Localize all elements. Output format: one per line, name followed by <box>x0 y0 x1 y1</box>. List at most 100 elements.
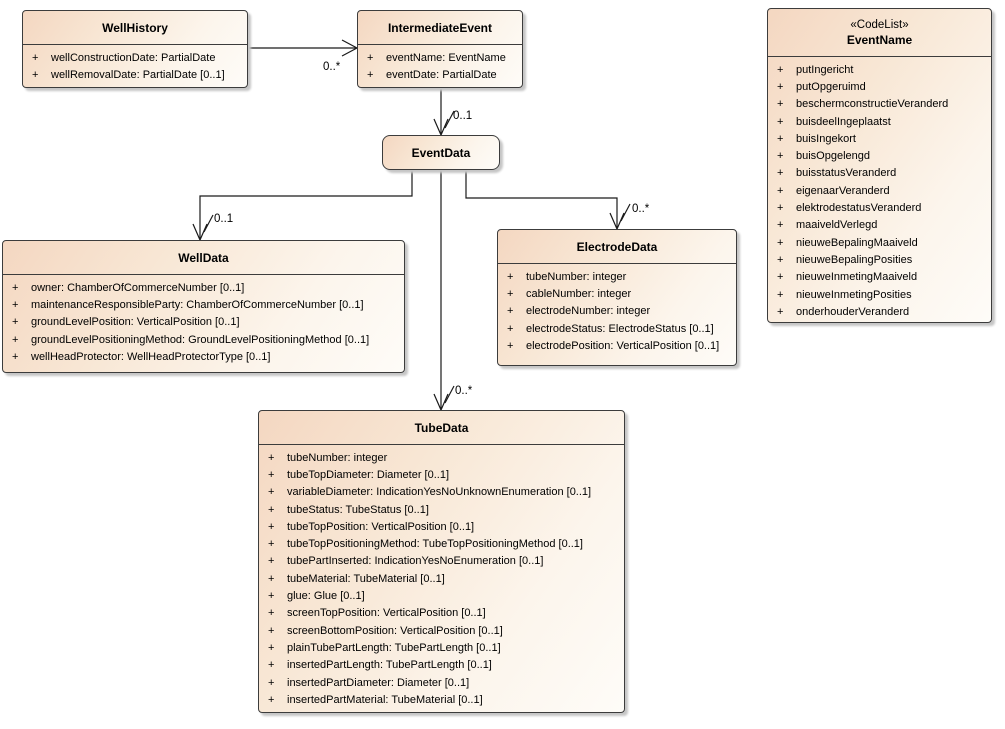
stereotype-label: «CodeList» <box>850 19 909 31</box>
attribute-text: wellHeadProtector: WellHeadProtectorType… <box>31 350 271 363</box>
attribute-text: beschermconstructieVeranderd <box>796 98 949 111</box>
attribute-row: + putIngericht <box>768 61 991 78</box>
multiplicity-eventdata-electrodedata: 0..* <box>632 203 650 215</box>
class-title: WellData <box>178 250 229 265</box>
visibility-plus: + <box>777 132 784 145</box>
connector-wellhistory-intermediateevent <box>249 39 359 57</box>
class-box-eventname[interactable]: «CodeList» EventName + putIngericht + putO… <box>767 8 992 323</box>
attribute-text: buisIngekort <box>796 132 856 145</box>
class-box-welldata[interactable]: WellData +owner: ChamberOfCommerceNumber… <box>2 240 405 373</box>
attribute-text: insertedPartLength: TubePartLength [0..1… <box>287 659 492 672</box>
class-title: EventData <box>411 145 471 160</box>
connector-intermediateevent-eventdata <box>433 89 455 137</box>
attribute-text: putIngericht <box>796 63 854 76</box>
visibility-plus: + <box>367 51 374 64</box>
attribute-row: +nieuweBepalingPosities <box>768 251 991 268</box>
visibility-plus: + <box>777 271 784 284</box>
class-header: ElectrodeData <box>498 230 736 264</box>
attribute-row: +groundLevelPosition: VerticalPosition [… <box>3 314 404 331</box>
multiplicity-eventdata-welldata: 0..1 <box>214 213 234 225</box>
connector-eventdata-welldata <box>192 170 413 242</box>
attribute-row: + cableNumber: integer <box>498 285 736 302</box>
attribute-text: tubeMaterial: TubeMaterial [0..1] <box>287 572 445 585</box>
visibility-plus: + <box>777 184 784 197</box>
attribute-text: buisdeelIngeplaatst <box>796 115 891 128</box>
attribute-text: tubeTopPosition: VerticalPosition [0..1] <box>287 520 475 533</box>
attribute-text: eventName: EventName <box>386 51 506 64</box>
attribute-text: buisstatusVeranderd <box>796 167 897 180</box>
attribute-row: + buisdeelIngeplaatst <box>768 113 991 130</box>
visibility-plus: + <box>268 676 275 689</box>
attribute-text: putOpgeruimd <box>796 80 866 93</box>
attribute-compartment: + putIngericht + putOpgeruimd + beschermcon… <box>768 57 991 320</box>
attribute-row: +tubeMaterial: TubeMaterial [0..1] <box>259 570 624 587</box>
attribute-text: elektrodestatusVeranderd <box>796 202 922 215</box>
attribute-row: +insertedPartMaterial: TubeMaterial [0..… <box>259 691 624 708</box>
attribute-text: electrodeStatus: ElectrodeStatus [0..1] <box>526 322 714 335</box>
attribute-text: nieuweInmetingMaaiveld <box>796 271 918 284</box>
class-box-wellhistory[interactable]: WellHistory + wellConstructionDate: Part… <box>22 10 248 88</box>
visibility-plus: + <box>777 150 784 163</box>
visibility-plus: + <box>777 115 784 128</box>
attribute-text: tubeTopPositioningMethod: TubeTopPositio… <box>287 538 583 551</box>
attribute-compartment: +owner: ChamberOfCommerceNumber [0..1] +… <box>3 275 404 365</box>
class-box-tubedata[interactable]: TubeData +tubeNumber: integer +tubeTopDi… <box>258 410 625 713</box>
visibility-plus: + <box>12 281 19 294</box>
visibility-plus: + <box>12 350 19 363</box>
attribute-row: + tubeTopPosition: VerticalPosition [0..1… <box>259 518 624 535</box>
multiplicity-wellhistory-intermediateevent: 0..* <box>323 61 341 73</box>
attribute-text: tubePartInserted: IndicationYesNoEnumera… <box>287 555 544 568</box>
attribute-row: +screenBottomPosition: VerticalPosition … <box>259 622 624 639</box>
attribute-text: electrodeNumber: integer <box>526 305 651 318</box>
attribute-text: wellConstructionDate: PartialDate <box>51 51 216 64</box>
visibility-plus: + <box>32 51 39 64</box>
attribute-row: +electrodeStatus: ElectrodeStatus [0..1] <box>498 320 736 337</box>
visibility-plus: + <box>268 468 275 481</box>
attribute-text: eventDate: PartialDate <box>386 68 497 81</box>
attribute-row: +nieuweInmetingPosities <box>768 286 991 303</box>
attribute-row: + eigenaarVeranderd <box>768 182 991 199</box>
attribute-row: + eventDate: PartialDate <box>358 66 522 83</box>
attribute-row: +onderhouderVeranderd <box>768 303 991 320</box>
attribute-row: +variableDiameter: IndicationYesNoUnknow… <box>259 484 624 501</box>
attribute-text: tubeStatus: TubeStatus [0..1] <box>287 503 429 516</box>
visibility-plus: + <box>268 520 275 533</box>
class-header: WellHistory <box>23 11 247 45</box>
attribute-text: cableNumber: integer <box>526 287 632 300</box>
class-header: WellData <box>3 241 404 275</box>
visibility-plus: + <box>777 80 784 93</box>
attribute-row: +maintenanceResponsibleParty: ChamberOfC… <box>3 296 404 313</box>
visibility-plus: + <box>507 287 514 300</box>
class-header: «CodeList» EventName <box>768 9 991 57</box>
attribute-text: eigenaarVeranderd <box>796 184 890 197</box>
visibility-plus: + <box>777 98 784 111</box>
attribute-row: +tubeTopPositioningMethod: TubeTopPositi… <box>259 535 624 552</box>
visibility-plus: + <box>268 693 275 706</box>
attribute-text: screenTopPosition: VerticalPosition [0..… <box>287 607 486 620</box>
attribute-row: +buisstatusVeranderd <box>768 165 991 182</box>
class-header: IntermediateEvent <box>358 11 522 45</box>
visibility-plus: + <box>268 503 275 516</box>
attribute-row: +plainTubePartLength: TubePartLength [0.… <box>259 639 624 656</box>
attribute-text: maaiveldVerlegd <box>796 219 878 232</box>
attribute-text: plainTubePartLength: TubePartLength [0..… <box>287 641 501 654</box>
class-header: TubeData <box>259 411 624 445</box>
class-box-eventdata[interactable]: EventData <box>382 135 500 170</box>
visibility-plus: + <box>507 305 514 318</box>
attribute-compartment: + eventName: EventName + eventDate: Part… <box>358 45 522 84</box>
visibility-plus: + <box>268 659 275 672</box>
attribute-row: +owner: ChamberOfCommerceNumber [0..1] <box>3 279 404 296</box>
visibility-plus: + <box>777 305 784 318</box>
class-box-intermediateevent[interactable]: IntermediateEvent + eventName: EventName… <box>357 10 523 88</box>
visibility-plus: + <box>507 339 514 352</box>
connector-eventdata-tubedata <box>433 170 455 412</box>
visibility-plus: + <box>268 486 275 499</box>
attribute-row: +tubePartInserted: IndicationYesNoEnumer… <box>259 553 624 570</box>
attribute-compartment: +tubeNumber: integer +cableNumber: integ… <box>498 264 736 354</box>
visibility-plus: + <box>507 270 514 283</box>
multiplicity-intermediateevent-eventdata: 0..1 <box>453 110 473 122</box>
class-box-electrodedata[interactable]: ElectrodeData +tubeNumber: integer +cabl… <box>497 229 737 366</box>
attribute-text: groundLevelPosition: VerticalPosition [0… <box>31 316 240 329</box>
visibility-plus: + <box>777 63 784 76</box>
